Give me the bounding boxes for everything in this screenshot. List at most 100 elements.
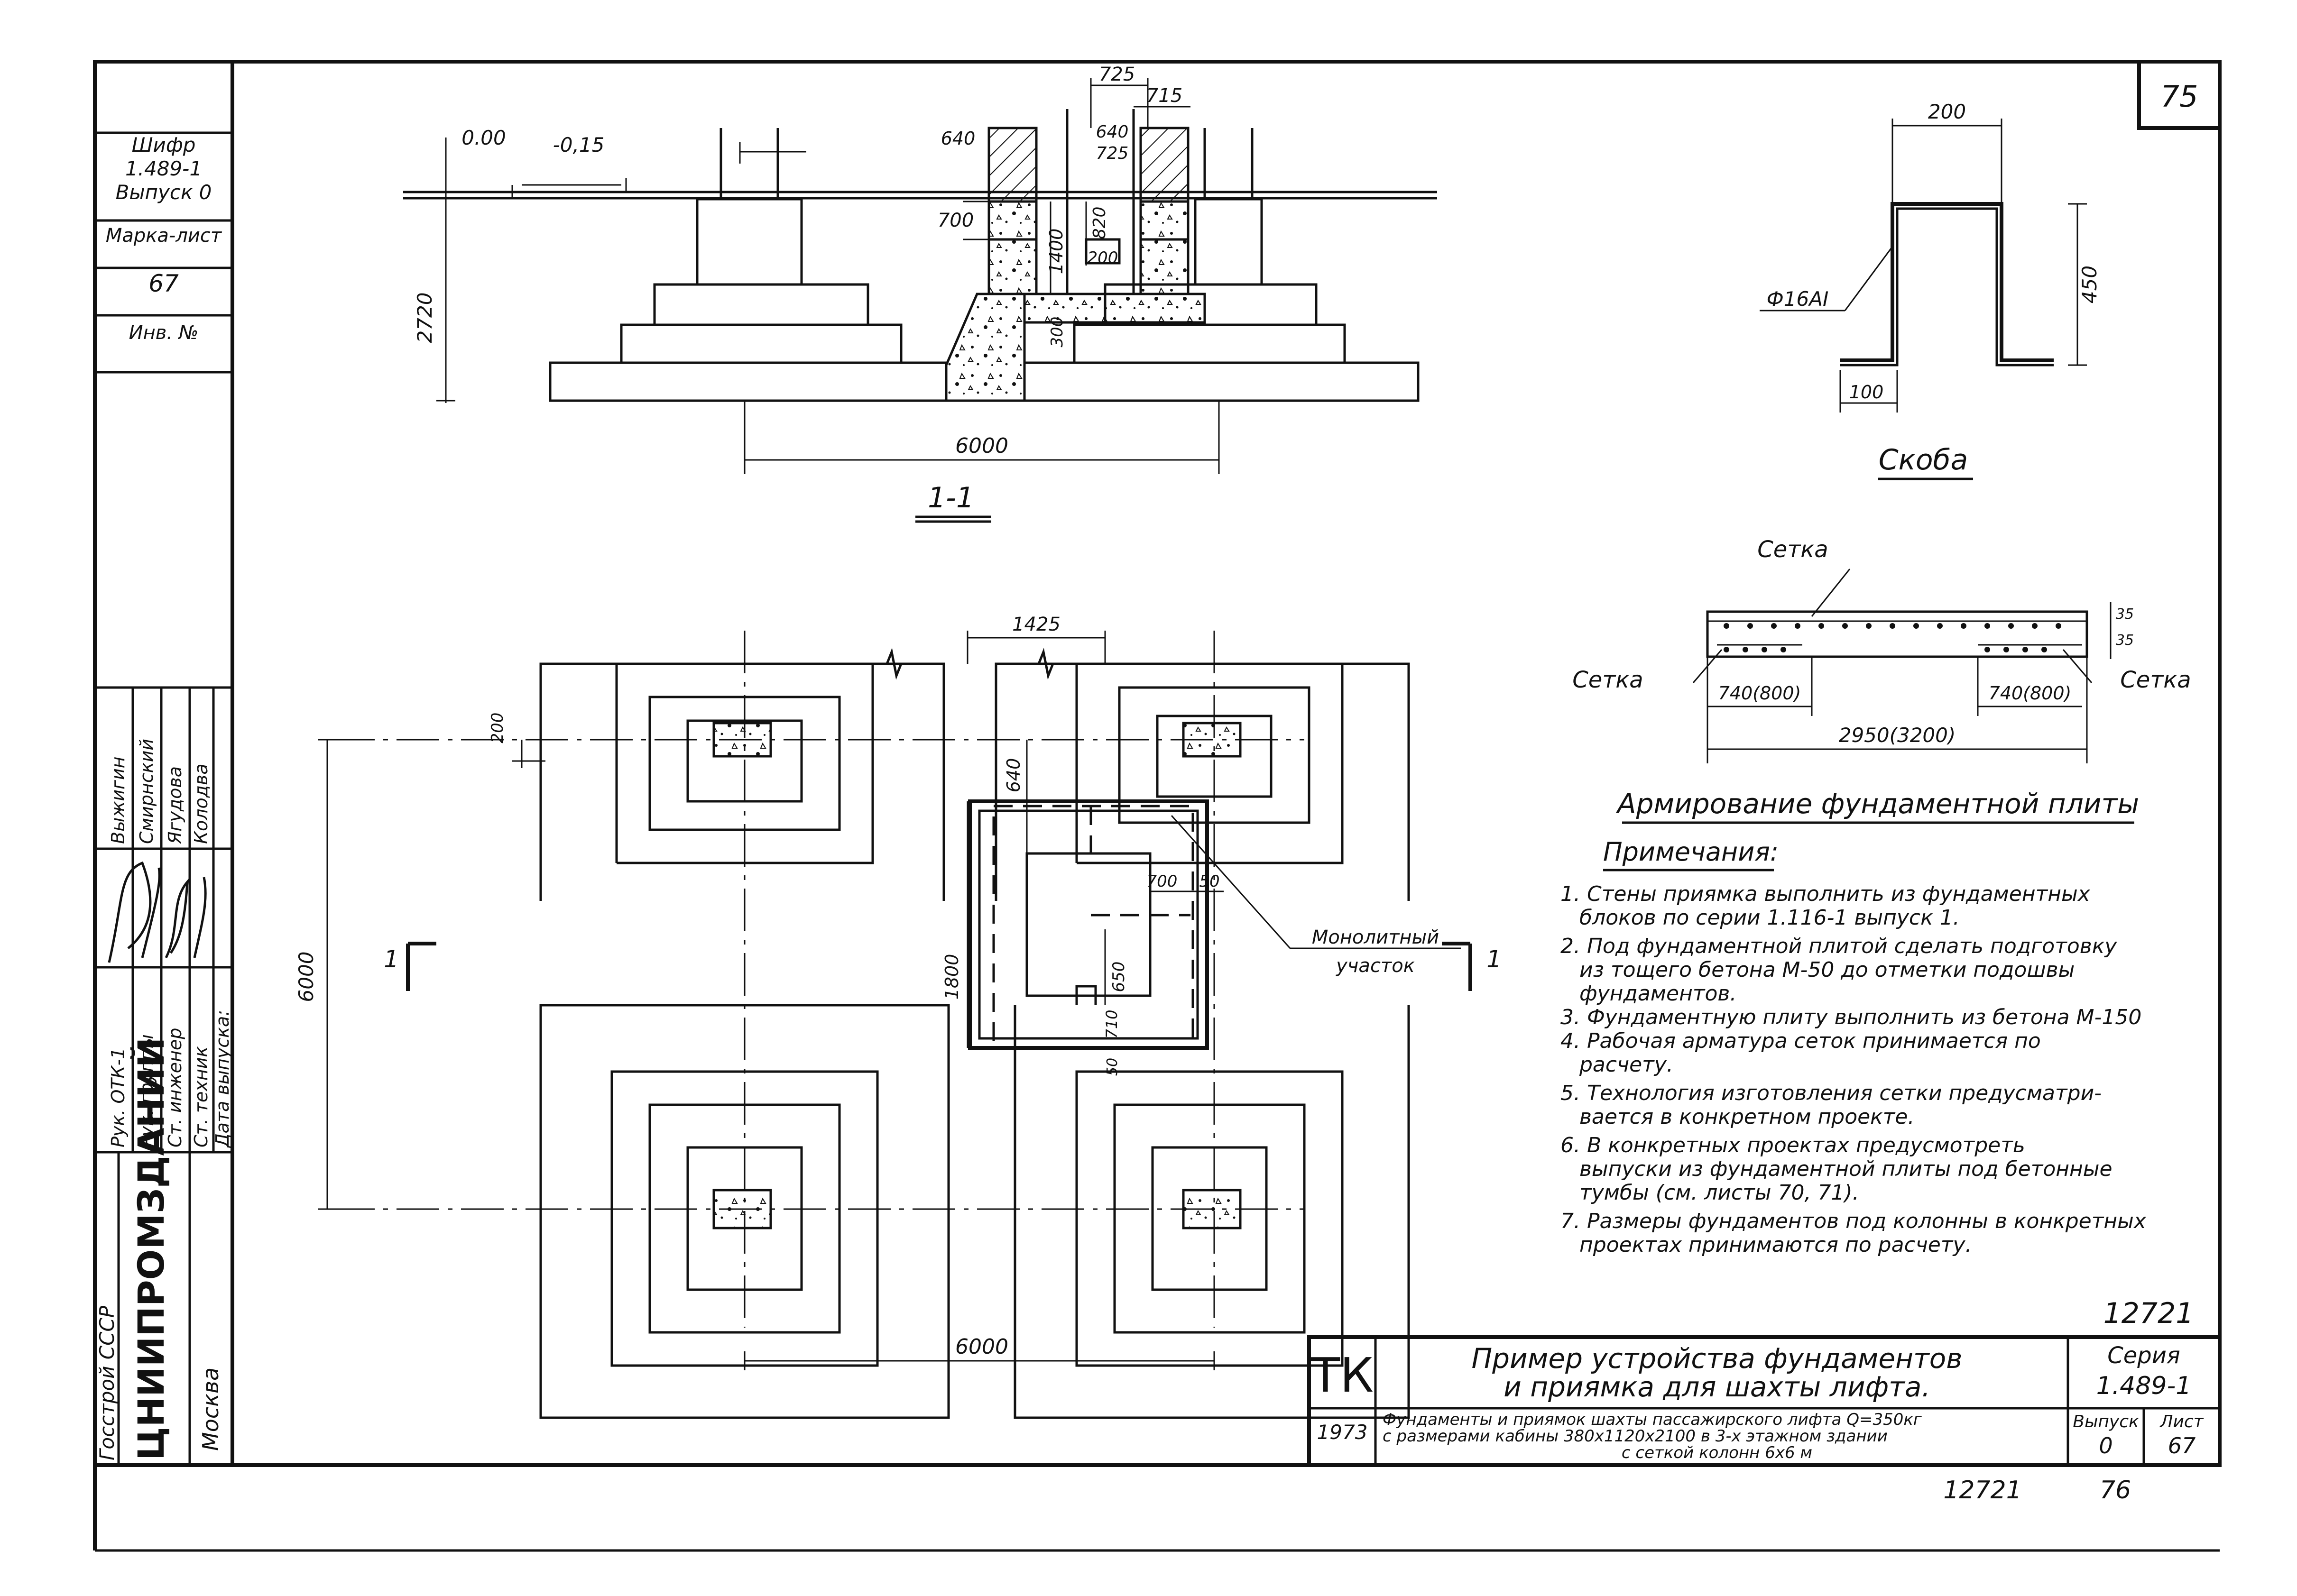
title-line-2: и приямка для шахты лифта. [1504,1371,1930,1403]
sec-dim-6000: 6000 [955,434,1008,458]
inv-label: Инв. № [129,322,199,344]
plan-dim-710: 710 [1103,1009,1121,1038]
note-line-14: проектах принимаются по расчету. [1579,1233,1972,1257]
role-0: Рук. ОТК-1 [108,1047,129,1147]
note-line-13: 7. Размеры фундаментов под колонны в кон… [1560,1209,2147,1233]
slab-dim-right: 740(800) [1989,683,2072,704]
plan-view [318,631,1472,1419]
slab-dim-35b: 35 [2116,632,2134,649]
note-line-11: выпуски из фундаментной плиты под бетонн… [1579,1157,2113,1181]
plan-dim-50a: 50 [1199,872,1219,891]
note-line-7: расчету. [1579,1053,1673,1077]
bracket-detail [1760,119,2087,413]
plan-dim-1425: 1425 [1012,614,1061,635]
bracket-leg: 100 [1849,382,1884,403]
cipher-label: Шифр [132,133,196,156]
mark-sheet-label: Марка-лист [106,225,222,247]
bottom-page: 76 [2100,1476,2131,1504]
mesh-right-label: Сетка [2120,667,2191,693]
plan-dim-6000-horizontal: 6000 [955,1335,1008,1359]
note-line-12: тумбы (см. листы 70, 71). [1579,1181,1859,1205]
slab-reinforcement [1692,569,2112,763]
note-line-2: 2. Под фундаментной плитой сделать подго… [1560,934,2117,958]
mesh-top-label: Сетка [1757,536,1828,563]
note-line-5: 3. Фундаментную плиту выполнить из бетон… [1560,1005,2141,1029]
name-2: Ягудова [165,766,185,844]
role-2: Ст. инженер [165,1028,185,1147]
note-line-3: из тощего бетона М-50 до отметки подошвы [1579,958,2075,982]
year: 1973 [1317,1421,1368,1444]
mesh-left-label: Сетка [1572,667,1643,693]
slab-dim-left: 740(800) [1718,683,1801,704]
org-line-3: Москва [198,1367,223,1451]
section-label: 1-1 [928,481,974,514]
plan-dim-700: 700 [1147,872,1178,891]
sheet-value: 67 [2168,1433,2196,1458]
monolith-label-2: участок [1336,955,1415,977]
sec-dim-700: 700 [938,210,974,231]
sec-dim-1400: 1400 [1046,229,1067,275]
note-line-6: 4. Рабочая арматура сеток принимается по [1560,1029,2041,1053]
slab-caption: Армирование фундаментной плиты [1615,788,2139,820]
sec-elev-0: 0.00 [461,126,506,149]
notes: Примечания: 1. Стены приямка выполнить и… [1560,837,2147,1257]
role-4: Дата выпуска: [212,1010,233,1148]
sec-dim-640b: 640 [1096,122,1129,142]
role-1: Рук. группы [136,1034,157,1147]
note-line-0: 1. Стены приямка выполнить из фундаментн… [1560,882,2091,906]
sec-dim-300: 300 [1048,317,1067,348]
signatures [108,861,207,963]
role-3: Ст. техник [191,1046,212,1147]
sec-dim-715: 715 [1146,85,1182,107]
org-line-1: Госстрой СССР [95,1305,119,1460]
sheet-label: Лист [2159,1412,2204,1431]
issue-value: 0 [2099,1433,2113,1458]
left-stamp [95,131,232,1465]
plan-dim-650: 650 [1109,962,1128,992]
note-line-1: блоков по серии 1.116-1 выпуск 1. [1579,906,1960,930]
sec-dim-2720: 2720 [413,293,436,343]
issue-code: Выпуск 0 [116,181,212,204]
series-code: 1.489-1 [125,157,202,180]
section-1-1 [403,78,1437,474]
note-line-9: вается в конкретном проекте. [1579,1105,1914,1129]
note-line-8: 5. Технология изготовления сетки предусм… [1560,1081,2102,1105]
bottom-number: 12721 [1943,1476,2021,1504]
mark-sheet-value: 67 [148,270,179,297]
sec-dim-725b: 725 [1096,144,1129,163]
names-column: Выжигин Смирнский Ягудова Колодва [108,739,212,844]
plan-dim-1800: 1800 [941,954,962,1000]
desc-line-3: с сеткой колонн 6х6 м [1622,1443,1812,1462]
monolith-label-1: Монолитный [1312,926,1439,948]
plan-dim-6000-vertical: 6000 [295,952,318,1002]
plan-dim-200: 200 [488,713,507,743]
plan-dim-50b: 50 [1104,1058,1121,1076]
desc-line-1: Фундаменты и приямок шахты пассажирского… [1383,1410,1922,1429]
bracket-rebar: Ф16АI [1767,287,1829,311]
name-1: Смирнский [136,739,157,844]
roles-column: Рук. ОТК-1 Рук. группы Ст. инженер Ст. т… [108,1010,233,1148]
issue-label: Выпуск [2073,1412,2139,1431]
series-value: 1.489-1 [2096,1372,2192,1400]
sec-dim-725: 725 [1099,64,1135,85]
name-0: Выжигин [108,756,129,844]
series-label: Серия [2107,1342,2180,1369]
sec-elev-015: -0,15 [553,133,605,156]
tk-code: ТК [1310,1348,1374,1403]
bracket-title: Скоба [1879,443,1968,477]
bracket-height: 450 [2078,266,2101,303]
note-line-10: 6. В конкретных проектах предусмотреть [1560,1133,2025,1157]
org-line-2: ЦНИИПРОМЗДАНИЙ [130,1037,172,1460]
notes-title: Примечания: [1603,837,1779,867]
sheet-frame [93,60,2222,1552]
name-3: Колодва [191,763,212,844]
sec-dim-640a: 640 [941,128,976,149]
bracket-width: 200 [1928,100,1966,123]
cut-mark-right: 1 [1486,945,1502,973]
plan-dim-640: 640 [1003,758,1024,793]
cut-mark-left: 1 [384,945,399,973]
page-number: 75 [2161,79,2198,114]
title-block [1307,1335,2222,1467]
note-line-4: фундаментов. [1579,981,1736,1006]
